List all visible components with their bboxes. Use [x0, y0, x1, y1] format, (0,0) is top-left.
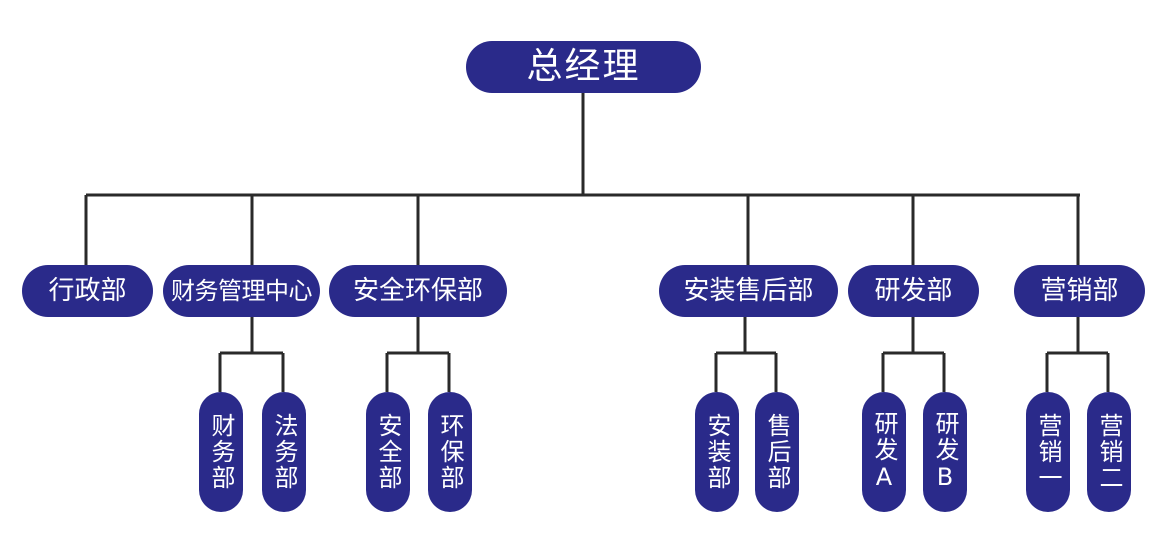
- dept-node-installation-aftersales: 安装售后部: [659, 265, 838, 317]
- sub-node-marketing-2: 营销二: [1087, 392, 1131, 512]
- root-node-general-manager: 总经理: [466, 41, 701, 93]
- sub-node-environment: 环保部: [428, 392, 472, 512]
- sub-node-safety: 安全部: [366, 392, 410, 512]
- dept-node-rnd: 研发部: [848, 265, 979, 317]
- sub-node-aftersales: 售后部: [755, 392, 799, 512]
- sub-node-rnd-b: 研发B: [923, 392, 967, 512]
- dept-node-administration: 行政部: [22, 265, 153, 317]
- sub-node-rnd-a: 研发A: [862, 392, 906, 512]
- dept-node-finance-center: 财务管理中心: [163, 265, 320, 317]
- sub-node-marketing-1: 营销一: [1026, 392, 1070, 512]
- sub-node-legal: 法务部: [262, 392, 306, 512]
- sub-node-installation: 安装部: [695, 392, 739, 512]
- dept-node-safety-environment: 安全环保部: [329, 265, 507, 317]
- sub-node-finance: 财务部: [199, 392, 243, 512]
- dept-node-marketing: 营销部: [1014, 265, 1145, 317]
